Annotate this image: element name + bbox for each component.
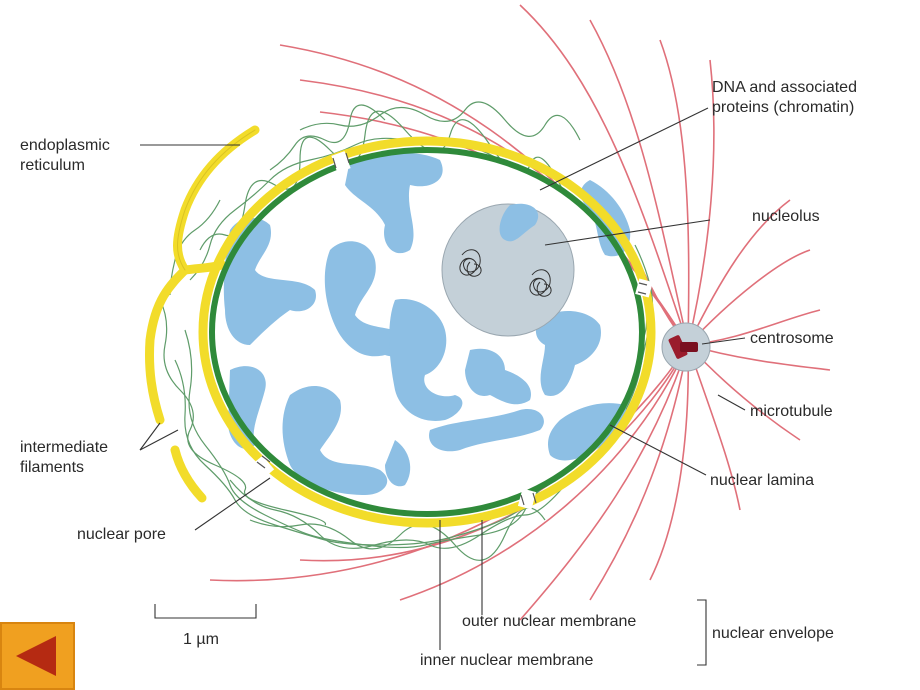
outer-nuclear-membrane [198, 136, 656, 528]
label-endoplasmic-reticulum: endoplasmic reticulum [20, 137, 110, 174]
label-nuclear-envelope: nuclear envelope [712, 625, 834, 642]
label-microtubule: microtubule [750, 403, 833, 420]
label-centrosome: centrosome [750, 330, 834, 347]
label-intermediate-filaments: intermediate filaments [20, 439, 109, 476]
inner-nuclear-membrane [209, 147, 645, 517]
nuclear-envelope [198, 136, 656, 528]
left-triangle-icon [16, 636, 56, 676]
nucleolus [441, 203, 575, 337]
label-scale-bar: 1 µm [183, 631, 219, 648]
label-dna-chromatin: DNA and associated proteins (chromatin) [712, 79, 857, 116]
label-inner-nuclear-membrane: inner nuclear membrane [420, 652, 594, 669]
label-nuclear-lamina: nuclear lamina [710, 472, 815, 489]
nuclear-pores [251, 151, 653, 510]
leader-lines [139, 107, 746, 666]
label-outer-nuclear-membrane: outer nuclear membrane [462, 613, 637, 630]
centrosome [661, 322, 711, 372]
label-nucleolus: nucleolus [752, 208, 820, 225]
back-button[interactable] [0, 622, 75, 690]
label-nuclear-pore: nuclear pore [77, 526, 166, 543]
